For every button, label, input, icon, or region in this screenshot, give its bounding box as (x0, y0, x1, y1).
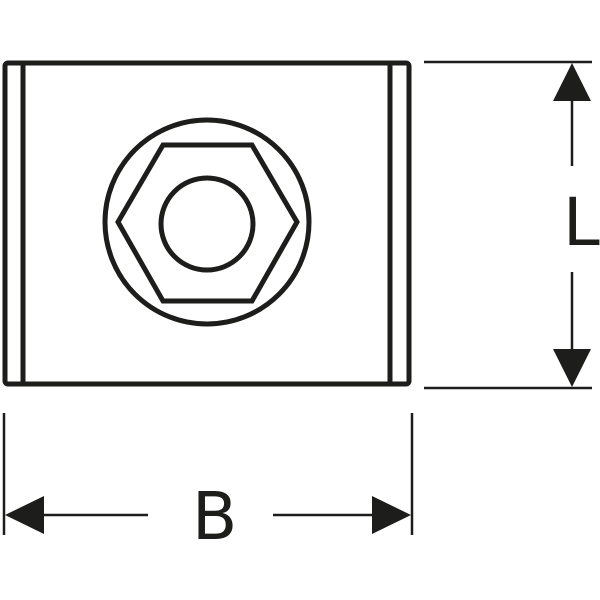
washer-circle (102, 117, 312, 327)
bore-circle (158, 175, 256, 273)
dimension-B (2, 413, 414, 535)
plate-outline (2, 60, 412, 387)
arrow-down-icon (553, 349, 591, 387)
dimension-label-B: B (192, 478, 237, 555)
plate (2, 60, 412, 387)
arrow-up-icon (553, 63, 591, 101)
dimension-L (424, 60, 592, 390)
dimension-label-L: L (563, 184, 600, 261)
hexagon (115, 142, 300, 304)
hex-nut (102, 117, 312, 327)
arrow-left-icon (5, 496, 44, 534)
arrow-right-icon (372, 496, 411, 534)
